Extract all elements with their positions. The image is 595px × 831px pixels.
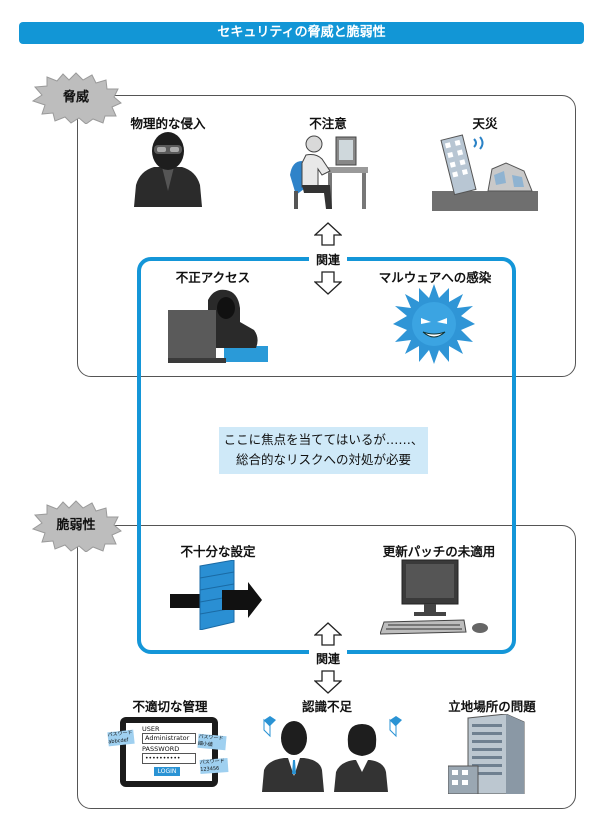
- vulnerability-label: 脆弱性: [56, 518, 96, 533]
- intruder-icon: [132, 131, 204, 207]
- hacker-icon: [168, 288, 268, 364]
- relation-label-bottom: 関連: [309, 650, 347, 667]
- center-note-line1: ここに焦点を当ててはいるが……、: [223, 432, 424, 447]
- malware-virus-icon: [393, 284, 475, 364]
- threat-group: [77, 95, 576, 377]
- vulnerability-group: [77, 525, 576, 809]
- overlap-item-unapplied-patches: 更新パッチの未適用: [382, 544, 496, 559]
- threat-burst: 脅威: [30, 72, 122, 124]
- disaster-icon: [432, 131, 538, 211]
- desktop-computer-icon: [380, 558, 490, 638]
- new-employees-icon: [262, 714, 406, 792]
- overlap-item-malware-infection: マルウェアへの感染: [378, 270, 492, 285]
- relation-label-top: 関連: [309, 251, 347, 268]
- login-password-field: ••••••••••: [142, 753, 196, 764]
- sticky-note-2: パスワード 細小値: [197, 733, 227, 751]
- relation-arrow-down-icon: [314, 271, 342, 295]
- firewall-icon: [170, 560, 262, 630]
- threat-item-carelessness: 不注意: [309, 116, 347, 131]
- relation-arrow-down-icon-bottom: [314, 670, 342, 694]
- overlap-item-unauthorized-access: 不正アクセス: [175, 270, 251, 285]
- page-title: セキュリティの脅威と脆弱性: [19, 22, 584, 44]
- vulnerability-burst: 脆弱性: [30, 500, 122, 552]
- center-note: ここに焦点を当ててはいるが……、 総合的なリスクへの対処が必要: [219, 427, 428, 474]
- sticky-note-1: パスワード abbcdef: [107, 729, 135, 747]
- overlap-item-insufficient-settings: 不十分な設定: [180, 544, 256, 559]
- threat-item-physical-intrusion: 物理的な侵入: [130, 116, 206, 131]
- sticky-note-3: パスワード 123456: [199, 758, 229, 774]
- login-button: LOGIN: [154, 767, 180, 776]
- login-screen-illustration: USER Administrator PASSWORD •••••••••• L…: [107, 717, 230, 791]
- office-worker-icon: [288, 131, 368, 211]
- vuln-item-improper-management: 不適切な管理: [132, 699, 208, 714]
- threat-item-natural-disaster: 天災: [472, 116, 498, 131]
- vuln-item-location-problem: 立地場所の問題: [448, 699, 536, 714]
- login-user-field: Administrator: [142, 733, 196, 744]
- login-user-label: USER: [142, 725, 160, 733]
- relation-arrow-up-icon: [314, 222, 342, 246]
- login-password-label: PASSWORD: [142, 745, 180, 753]
- threat-label: 脅威: [62, 90, 89, 105]
- center-note-line2: 総合的なリスクへの対処が必要: [235, 452, 411, 467]
- office-building-icon: [448, 714, 534, 794]
- relation-arrow-up-icon-bottom: [314, 622, 342, 646]
- vuln-item-lack-of-awareness: 認識不足: [301, 699, 352, 714]
